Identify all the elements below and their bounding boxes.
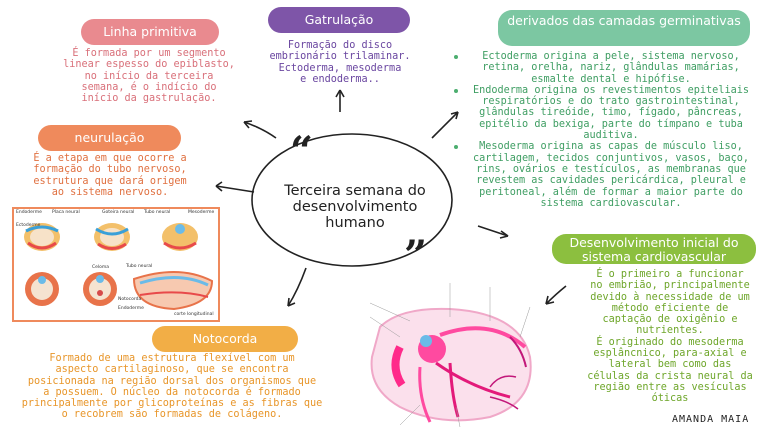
cardiovascular-figure [340, 277, 552, 429]
gastrulacao-text: Formação do disco embrionário trilaminar… [269, 40, 411, 85]
author-signature: AMANDA MAIA [672, 414, 750, 425]
arrow-to-cardiovascular [477, 225, 509, 237]
linha-primitiva-title: Linha primitiva [81, 19, 219, 45]
notocorda-text: Formado de uma estrutura flexível com um… [21, 353, 323, 421]
center-title: Terceira semana do desenvolvimento human… [284, 183, 426, 231]
linha-primitiva-text: É formada por um segmento linear espesso… [63, 48, 235, 105]
label-endoderme: Endoderme [16, 210, 42, 215]
arrow-to-linha [243, 121, 277, 139]
stage-3 [162, 223, 198, 251]
stage-5 [83, 272, 117, 306]
open-quote-icon: “ [290, 128, 314, 175]
notocorda-title: Notocorda [152, 326, 298, 352]
derivados-list: Ectoderma origina a pele, sistema nervos… [454, 51, 762, 209]
label-tubo-neural-2: Tubo neural [126, 264, 153, 269]
derivados-item-endoderma: Endoderma origina os revestimentos epite… [454, 85, 762, 141]
arrow-to-derivados [431, 111, 459, 139]
cardiovascular-title: Desenvolvimento inicial do sistema cardi… [552, 234, 756, 264]
derivados-title: derivados das camadas germinativas [498, 10, 750, 46]
label-corte-longitudinal: corte longitudinal [174, 312, 214, 317]
label-celoma: Celoma [92, 265, 110, 270]
label-ectoderme: Ectoderme [16, 223, 41, 228]
label-notocorda: Notocorda [118, 297, 142, 302]
neurulacao-title: neurulação [38, 125, 181, 151]
stage-4 [25, 272, 59, 306]
label-goteira-neural: Goteira neural [102, 210, 135, 215]
derivados-item-mesoderma: Mesoderma origina as capas de músculo li… [454, 141, 762, 209]
cardiovascular-text: É o primeiro a funcionar no embrião, pri… [587, 269, 753, 405]
longitudinal-section [132, 271, 214, 311]
derivados-item-ectoderma: Ectoderma origina a pele, sistema nervos… [454, 51, 762, 85]
label-placa-neural: Placa neural [52, 210, 80, 215]
close-quote-icon: ” [404, 232, 428, 279]
gastrulacao-title: Gatrulação [268, 7, 410, 33]
neural-tube-diagram [24, 223, 214, 311]
neurulacao-text: É a etapa em que ocorre a formação do tu… [33, 153, 187, 198]
arrow-to-neurulacao [215, 185, 255, 193]
central-bubble [251, 133, 453, 267]
embryo-vascular-diagram [369, 283, 532, 428]
label-mesoderme: Mesoderme [188, 210, 215, 215]
neural-tube-figure: Endoderme Placa neural Goteira neural Tu… [12, 207, 220, 322]
stage-2 [94, 223, 130, 251]
label-endoderme-2: Endoderme [118, 306, 144, 311]
stage-1 [24, 223, 60, 251]
arrow-to-notocorda [287, 267, 307, 307]
arrow-cardio-to-figure [545, 285, 567, 305]
label-tubo-neural: Tubo neural [144, 210, 171, 215]
